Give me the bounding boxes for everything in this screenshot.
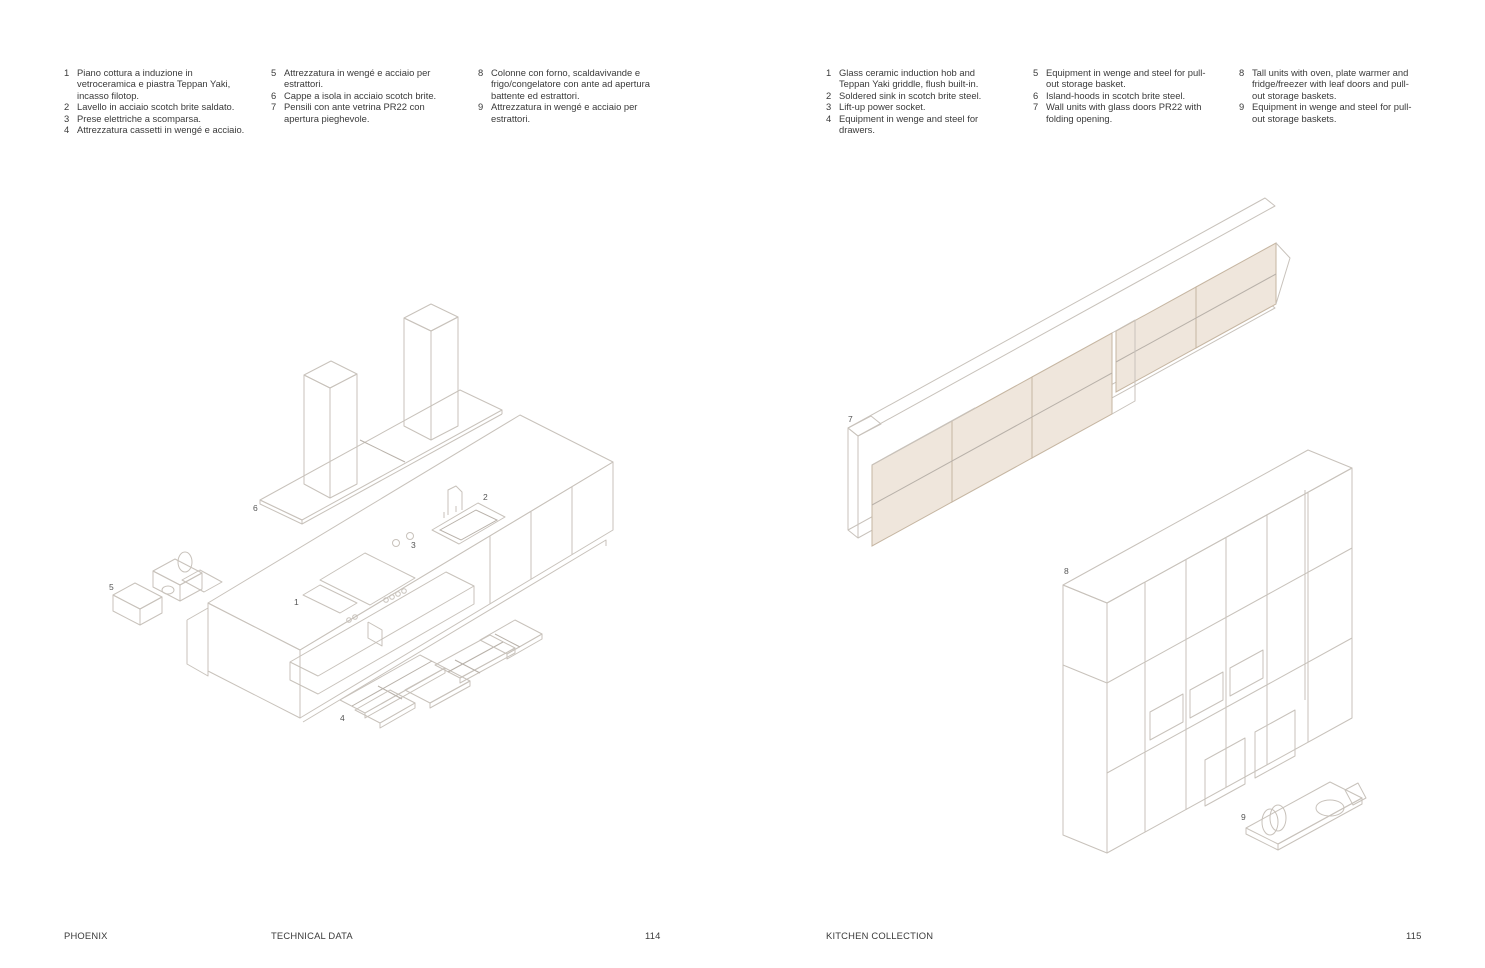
legend-item-text: Piano cottura a induzione in vetrocerami… <box>77 67 231 101</box>
legend-item: 6 Island-hoods in scotch brite steel. <box>1033 90 1213 101</box>
legend-item-text: Colonne con forno, scaldavivande e frigo… <box>491 67 650 101</box>
legend-item-text: Pensili con ante vetrina PR22 con apertu… <box>284 101 425 124</box>
legend-item: 1 Piano cottura a induzione in vetroceram… <box>64 67 254 101</box>
legend-item-text: Tall units with oven, plate warmer and f… <box>1252 67 1409 101</box>
legend-item-text: Attrezzatura in wengé e acciaio per estr… <box>491 101 638 124</box>
legend-item-number: 3 <box>826 101 832 113</box>
legend-item-number: 9 <box>478 101 484 113</box>
legend-en-column-1: 1 Glass ceramic induction hob and Teppan … <box>826 67 1001 135</box>
legend-item: 8 Colonne con forno, scaldavivande e frig… <box>478 67 668 101</box>
legend-item: 9 Equipment in wenge and steel for pull-o… <box>1239 101 1419 124</box>
legend-item-text: Glass ceramic induction hob and Teppan Y… <box>839 67 979 90</box>
tall-units-drawing <box>1062 449 1353 854</box>
legend-item-number: 7 <box>271 101 277 113</box>
legend-item-number: 5 <box>1033 67 1039 78</box>
legend-item-text: Equipment in wenge and steel for pull-ou… <box>1252 101 1412 124</box>
footer-brand: PHOENIX <box>64 930 108 941</box>
legend-it-column-3: 8 Colonne con forno, scaldavivande e frig… <box>478 67 668 124</box>
page-number-right: 115 <box>1406 930 1422 941</box>
legend-item-text: Soldered sink in scotch brite steel. <box>839 89 982 101</box>
callout-5: 5 <box>109 582 114 592</box>
callout-4: 4 <box>340 713 345 723</box>
page-number-left: 114 <box>645 930 661 941</box>
legend-item: 8 Tall units with oven, plate warmer and … <box>1239 67 1419 101</box>
island-hoods-drawing <box>259 303 503 525</box>
legend-item: 5 Attrezzatura in wengé e acciaio per est… <box>271 67 451 90</box>
legend-item-text: Cappe a isola in acciaio scotch brite. <box>284 89 437 101</box>
callout-3: 3 <box>411 540 416 550</box>
legend-item-text: Island-hoods in scotch brite steel. <box>1046 89 1186 101</box>
legend-it-column-1: 1 Piano cottura a induzione in vetroceram… <box>64 67 254 135</box>
legend-it-column-2: 5 Attrezzatura in wengé e acciaio per est… <box>271 67 451 124</box>
footer-collection: KITCHEN COLLECTION <box>826 930 934 941</box>
legend-item: 1 Glass ceramic induction hob and Teppan … <box>826 67 1001 90</box>
plate-rack-drawing <box>1245 781 1367 851</box>
legend-item-number: 4 <box>64 124 70 136</box>
legend-item-text: Attrezzatura cassetti in wengé e acciaio… <box>77 124 245 136</box>
legend-en-column-2: 5 Equipment in wenge and steel for pull-o… <box>1033 67 1213 124</box>
drawer-equipment-drawing <box>339 619 543 729</box>
callout-7: 7 <box>848 414 853 424</box>
legend-item-number: 1 <box>64 67 70 78</box>
callout-9: 9 <box>1241 812 1246 822</box>
kitchen-island-drawing <box>186 414 614 723</box>
legend-item-text: Lift-up power socket. <box>839 101 926 113</box>
legend-item: 4 Attrezzatura cassetti in wengé e acciai… <box>64 124 254 135</box>
legend-item: 5 Equipment in wenge and steel for pull-o… <box>1033 67 1213 90</box>
legend-item-number: 7 <box>1033 101 1039 113</box>
callout-6: 6 <box>253 503 258 513</box>
legend-item-text: Equipment in wenge and steel for pull-ou… <box>1046 67 1206 90</box>
legend-item: 7 Pensili con ante vetrina PR22 con apert… <box>271 101 451 124</box>
footer-section: TECHNICAL DATA <box>271 930 353 941</box>
legend-item: 7 Wall units with glass doors PR22 with f… <box>1033 101 1213 124</box>
legend-item: 3 Prese elettriche a scomparsa. <box>64 113 254 124</box>
legend-item-number: 1 <box>826 67 832 78</box>
legend-item-text: Lavello in acciaio scotch brite saldato. <box>77 101 235 113</box>
callout-8: 8 <box>1064 566 1069 576</box>
legend-item-text: Prese elettriche a scomparsa. <box>77 112 202 124</box>
legend-item-number: 5 <box>271 67 277 78</box>
legend-item-number: 3 <box>64 112 70 124</box>
legend-item-number: 8 <box>1239 67 1245 78</box>
legend-item-number: 2 <box>64 101 70 113</box>
legend-item: 4 Equipment in wenge and steel for drawer… <box>826 113 1001 136</box>
legend-item-number: 6 <box>1033 89 1039 101</box>
legend-item-number: 4 <box>826 112 832 124</box>
pullout-basket-drawing <box>112 551 223 626</box>
legend-en-column-3: 8 Tall units with oven, plate warmer and … <box>1239 67 1419 124</box>
legend-item-number: 6 <box>271 89 277 101</box>
callout-1: 1 <box>294 597 299 607</box>
legend-item-number: 9 <box>1239 101 1245 113</box>
legend-item-text: Wall units with glass doors PR22 with fo… <box>1046 101 1202 124</box>
legend-item-text: Attrezzatura in wengé e acciaio per estr… <box>284 67 431 90</box>
callout-2: 2 <box>483 492 488 502</box>
legend-item: 2 Lavello in acciaio scotch brite saldato… <box>64 101 254 112</box>
legend-item: 3 Lift-up power socket. <box>826 101 1001 112</box>
wall-units-drawing <box>847 197 1291 547</box>
legend-item: 2 Soldered sink in scotch brite steel. <box>826 90 1001 101</box>
legend-item-text: Equipment in wenge and steel for drawers… <box>839 112 979 136</box>
legend-item-number: 2 <box>826 89 832 101</box>
legend-item: 6 Cappe a isola in acciaio scotch brite. <box>271 90 451 101</box>
legend-item: 9 Attrezzatura in wengé e acciaio per est… <box>478 101 668 124</box>
legend-item-number: 8 <box>478 67 484 78</box>
